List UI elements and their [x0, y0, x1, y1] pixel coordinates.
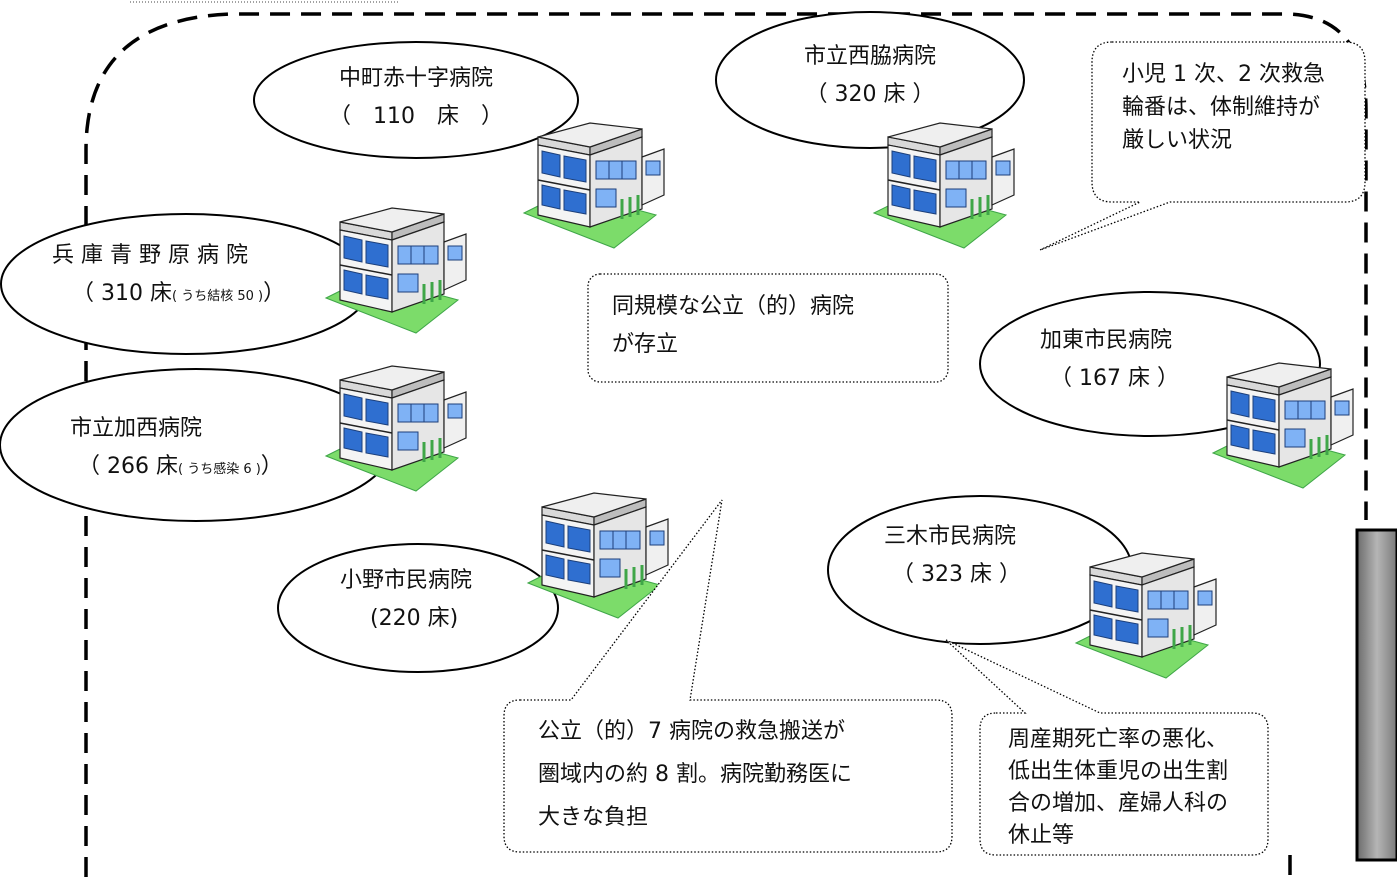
hospital-beds: （ 110 床 ） [329, 104, 503, 129]
hospital-beds: （ 310 床( うち結核 50 )） [72, 281, 286, 306]
callout-text-perinatal: 周産期死亡率の悪化、 低出生体重児の出生割 合の増加、産婦人科の 休止等 [1008, 727, 1229, 848]
ellipse-nishiwaki [715, 11, 1025, 149]
hospital-beds: （ 320 床 ） [805, 82, 935, 107]
hospital-label-kato: 加東市民病院 （ 167 床 ） [1040, 322, 1240, 398]
hospital-building-icon-nishiwaki [872, 121, 1016, 250]
region-boundary [84, 12, 1368, 877]
hospital-name: 三木市民病院 [884, 524, 1017, 549]
ellipse-ono [277, 543, 559, 673]
hospital-label-kasai: 市立加西病院 （ 266 床( うち感染 6 )） [70, 410, 370, 489]
hospital-building-icon-nakamachi [522, 121, 666, 250]
ellipse-nakamachi [253, 41, 579, 159]
callout-bubble-pediatric [1039, 41, 1366, 251]
callout-bubble-center [587, 273, 949, 383]
hospital-label-aonohara: 兵 庫 青 野 原 病 院 （ 310 床( うち結核 50 )） [52, 237, 352, 316]
hospital-beds: （ 266 床( うち感染 6 )） [78, 454, 283, 479]
callout-text-emergency: 公立（的）7 病院の救急搬送が 圏域内の約 8 割。病院勤務医に 大きな負担 [538, 719, 852, 830]
hospital-name: 市立西脇病院 [803, 44, 936, 69]
callout-text-pediatric: 小児 1 次、2 次救急 輪番は、体制維持が 厳しい状況 [1122, 62, 1325, 153]
hospital-label-miki: 三木市民病院 （ 323 床 ） [884, 518, 1084, 594]
hospital-name: 市立加西病院 [70, 416, 203, 441]
hospital-beds: （ 323 床 ） [892, 562, 1021, 587]
callout-bubble-emergency [503, 499, 953, 853]
hospital-name: 兵 庫 青 野 原 病 院 [52, 243, 248, 268]
callout-bubble-perinatal [945, 639, 1269, 856]
hospital-beds: （ 167 床 ） [1050, 366, 1179, 391]
hospital-beds: (220 床) [370, 606, 459, 631]
callout-text-center: 同規模な公立（的）病院 が存立 [612, 294, 855, 357]
hospital-label-ono: 小野市民病院 (220 床) [340, 562, 540, 638]
hospital-name: 小野市民病院 [340, 568, 473, 593]
hospital-name: 加東市民病院 [1040, 328, 1173, 353]
hospital-name: 中町赤十字病院 [338, 66, 493, 91]
side-bar [1355, 528, 1397, 862]
hospital-building-icon-miki [1074, 551, 1218, 680]
hospital-label-nakamachi: 中町赤十字病院 （ 110 床 ） [276, 60, 556, 136]
hospital-label-nishiwaki: 市立西脇病院 （ 320 床 ） [730, 38, 1010, 114]
